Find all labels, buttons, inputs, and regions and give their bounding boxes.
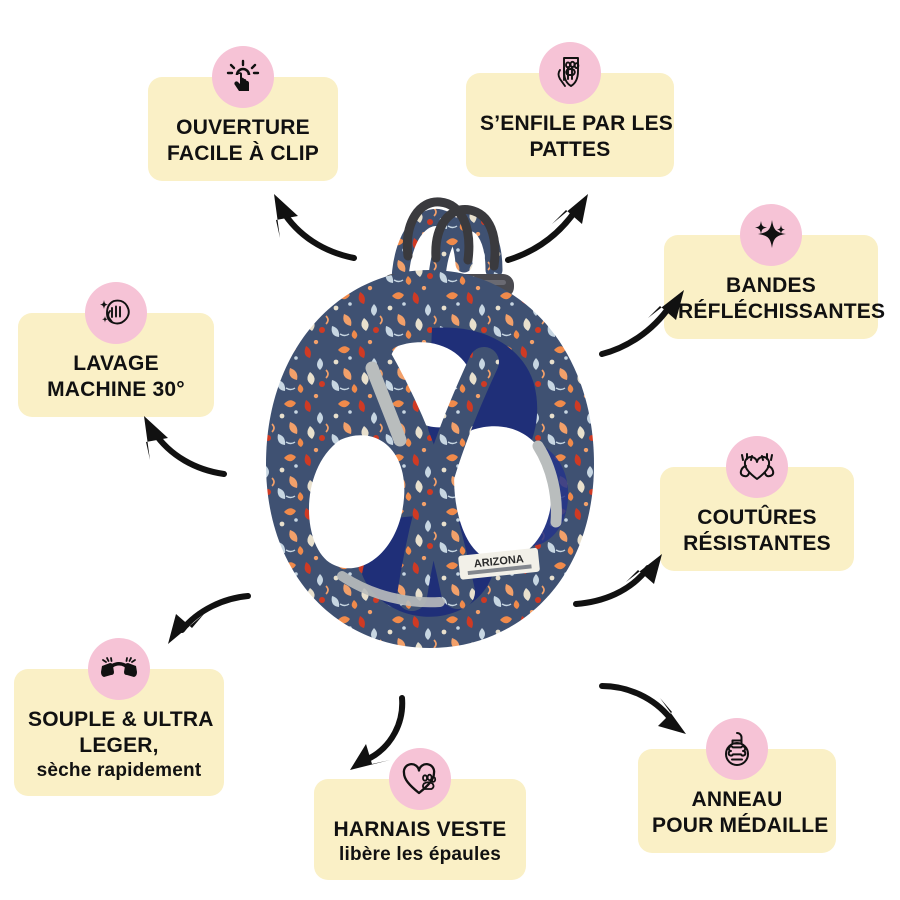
feature-line: RÉSISTANTES <box>683 532 831 556</box>
feature-line: HARNAIS VESTE <box>333 818 507 841</box>
harness-d-rings <box>402 197 500 271</box>
brand-label: ARIZONA <box>458 547 540 580</box>
feature-line: BANDES <box>726 274 816 297</box>
feature-line: libère les épaules <box>338 844 502 866</box>
feature-box: LAVAGE MACHINE 30° <box>18 313 214 418</box>
stretch-fabric-hands-icon <box>88 638 150 700</box>
feature-ouverture-facile-a-clip[interactable]: OUVERTURE FACILE À CLIP <box>148 46 338 182</box>
feature-line: LAVAGE <box>73 352 159 375</box>
feature-line: S’ENFILE PAR LES <box>480 112 673 135</box>
tap-click-icon <box>212 46 274 108</box>
feature-line: ANNEAU <box>691 788 783 811</box>
feature-souple-ultra-leger[interactable]: SOUPLE & ULTRA LEGER, sèche rapidement <box>14 638 224 796</box>
feature-line: OUVERTURE <box>176 116 310 139</box>
feature-line: FACILE À CLIP <box>167 142 319 166</box>
strong-heart-muscle-icon <box>726 436 788 498</box>
feature-line: LEGER, <box>79 734 159 758</box>
feature-box: BANDES RÉFLÉCHISSANTES <box>664 235 886 340</box>
brand-label-text: ARIZONA <box>473 553 524 570</box>
dog-tag-bone-icon <box>706 718 768 780</box>
harness-body: ARIZONA <box>266 270 594 648</box>
feature-box: OUVERTURE FACILE À CLIP <box>148 77 338 182</box>
feature-box: SOUPLE & ULTRA LEGER, sèche rapidement <box>14 669 224 796</box>
hand-holding-paw-icon <box>539 42 601 104</box>
feature-anneau-pour-medaille[interactable]: ANNEAU POUR MÉDAILLE <box>638 718 836 854</box>
feature-line: RÉFLÉCHISSANTES <box>678 300 886 324</box>
heart-paw-icon <box>389 748 451 810</box>
feature-senfile-par-les-pattes[interactable]: S’ENFILE PAR LES PATTES <box>466 42 674 178</box>
feature-lavage-machine-30[interactable]: LAVAGE MACHINE 30° <box>18 282 214 418</box>
sparkles-icon <box>740 204 802 266</box>
feature-line: COUTÛRES <box>697 506 817 529</box>
arrow-to-wash <box>124 412 230 492</box>
feature-line: PATTES <box>529 138 611 162</box>
feature-line: sèche rapidement <box>36 760 202 782</box>
feature-line: SOUPLE & ULTRA <box>28 708 214 731</box>
feature-bandes-reflechissantes[interactable]: BANDES RÉFLÉCHISSANTES <box>664 204 886 340</box>
feature-line: POUR MÉDAILLE <box>652 814 829 838</box>
product-image-dog-harness: ARIZONA <box>222 178 638 668</box>
washing-hand-sparkle-icon <box>85 282 147 344</box>
feature-line: MACHINE 30° <box>47 378 185 402</box>
feature-coutures-resistantes[interactable]: COUTÛRES RÉSISTANTES <box>660 436 854 572</box>
feature-harnais-veste[interactable]: HARNAIS VESTE libère les épaules <box>314 748 526 880</box>
